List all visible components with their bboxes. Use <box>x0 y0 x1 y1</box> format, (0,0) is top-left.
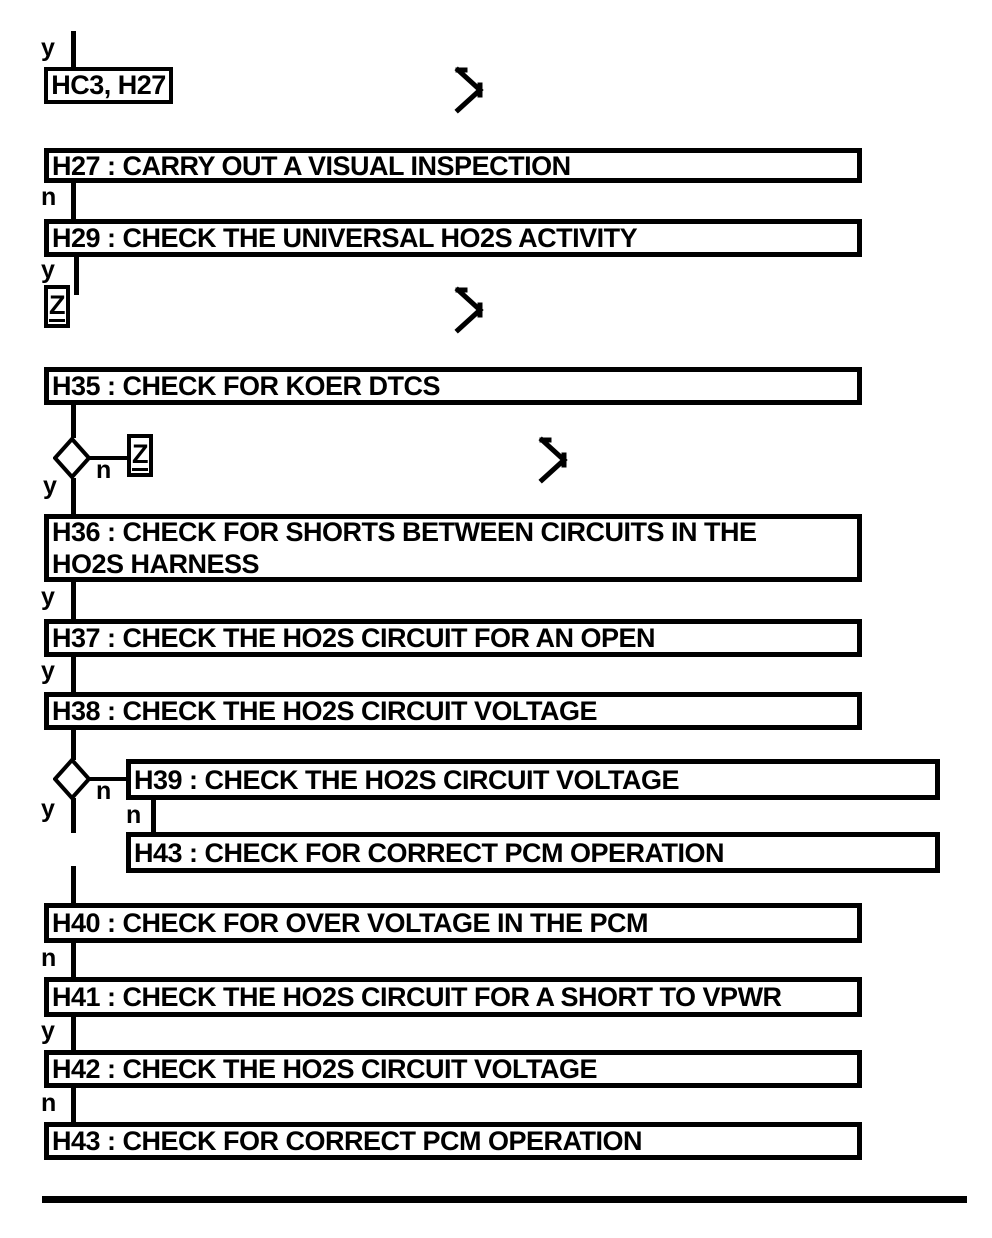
flow-line-no-branch <box>90 777 128 781</box>
branch-label-no: n <box>41 944 57 972</box>
flow-line <box>71 798 76 833</box>
entry-connector-box: HC3, H27 <box>44 67 173 104</box>
step-box-h29: H29 : CHECK THE UNIVERSAL HO2S ACTIVITY <box>44 219 862 257</box>
flow-line-top-entry <box>71 31 76 70</box>
flow-line <box>71 582 76 620</box>
branch-label-no: n <box>96 777 112 805</box>
branch-label-yes: y <box>41 256 55 284</box>
branch-label-no: n <box>41 1089 57 1117</box>
step-text: H37 : CHECK THE HO2S CIRCUIT FOR AN OPEN <box>52 623 656 653</box>
step-box-h43-bottom: H43 : CHECK FOR CORRECT PCM OPERATION <box>44 1122 862 1160</box>
flow-line <box>71 183 76 219</box>
step-text: H41 : CHECK THE HO2S CIRCUIT FOR A SHORT… <box>52 982 782 1012</box>
step-text: H38 : CHECK THE HO2S CIRCUIT VOLTAGE <box>52 696 598 726</box>
flow-line <box>71 866 76 904</box>
branch-label-no: n <box>96 456 112 484</box>
branch-label-yes: y <box>41 583 55 611</box>
flow-line <box>74 257 79 295</box>
step-text-line1: H36 : CHECK FOR SHORTS BETWEEN CIRCUITS … <box>52 517 757 547</box>
flow-line <box>151 800 156 834</box>
branch-label-no: n <box>126 801 142 829</box>
step-text-line2: HO2S HARNESS <box>52 549 260 579</box>
step-text: H43 : CHECK FOR CORRECT PCM OPERATION <box>52 1126 643 1156</box>
continuation-arrow-icon <box>454 286 484 334</box>
branch-label-yes: y <box>41 34 55 62</box>
step-text: H29 : CHECK THE UNIVERSAL HO2S ACTIVITY <box>52 223 638 253</box>
offpage-connector-label: Z <box>49 289 66 322</box>
flow-line <box>71 730 76 760</box>
offpage-connector-z: Z <box>44 285 70 328</box>
flow-line <box>71 657 76 693</box>
branch-label-yes: y <box>41 795 55 823</box>
offpage-connector-label: Z <box>132 438 149 471</box>
step-box-h39: H39 : CHECK THE HO2S CIRCUIT VOLTAGE <box>126 759 940 800</box>
branch-label-yes: y <box>41 657 55 685</box>
step-text: H27 : CARRY OUT A VISUAL INSPECTION <box>52 150 571 181</box>
step-box-h37: H37 : CHECK THE HO2S CIRCUIT FOR AN OPEN <box>44 619 862 657</box>
step-box-h36: H36 : CHECK FOR SHORTS BETWEEN CIRCUITS … <box>44 514 862 582</box>
step-box-h43-upper: H43 : CHECK FOR CORRECT PCM OPERATION <box>126 832 940 873</box>
decision-diamond <box>53 758 91 800</box>
decision-diamond <box>53 437 91 479</box>
flow-line <box>71 478 76 515</box>
flow-line <box>71 1088 76 1123</box>
step-box-h27: H27 : CARRY OUT A VISUAL INSPECTION <box>44 148 862 183</box>
flow-line <box>71 1017 76 1051</box>
step-box-h38: H38 : CHECK THE HO2S CIRCUIT VOLTAGE <box>44 692 862 730</box>
flow-line <box>71 943 76 978</box>
offpage-connector-z: Z <box>127 434 153 477</box>
step-text: H39 : CHECK THE HO2S CIRCUIT VOLTAGE <box>134 764 680 795</box>
continuation-arrow-icon <box>538 436 568 484</box>
continuation-arrow-icon <box>454 66 484 114</box>
branch-label-no: n <box>41 183 57 211</box>
step-box-h41: H41 : CHECK THE HO2S CIRCUIT FOR A SHORT… <box>44 977 862 1017</box>
flow-line-no-branch <box>90 456 128 460</box>
bottom-divider-rule <box>42 1196 967 1203</box>
branch-label-yes: y <box>41 1017 55 1045</box>
branch-label-yes: y <box>43 472 57 500</box>
step-text: H43 : CHECK FOR CORRECT PCM OPERATION <box>134 837 725 868</box>
step-text: H35 : CHECK FOR KOER DTCS <box>52 371 441 401</box>
step-text: H40 : CHECK FOR OVER VOLTAGE IN THE PCM <box>52 908 649 938</box>
flow-line <box>71 405 76 438</box>
step-text: H42 : CHECK THE HO2S CIRCUIT VOLTAGE <box>52 1054 598 1084</box>
step-box-h42: H42 : CHECK THE HO2S CIRCUIT VOLTAGE <box>44 1050 862 1088</box>
step-box-h40: H40 : CHECK FOR OVER VOLTAGE IN THE PCM <box>44 903 862 943</box>
step-box-h35: H35 : CHECK FOR KOER DTCS <box>44 367 862 405</box>
